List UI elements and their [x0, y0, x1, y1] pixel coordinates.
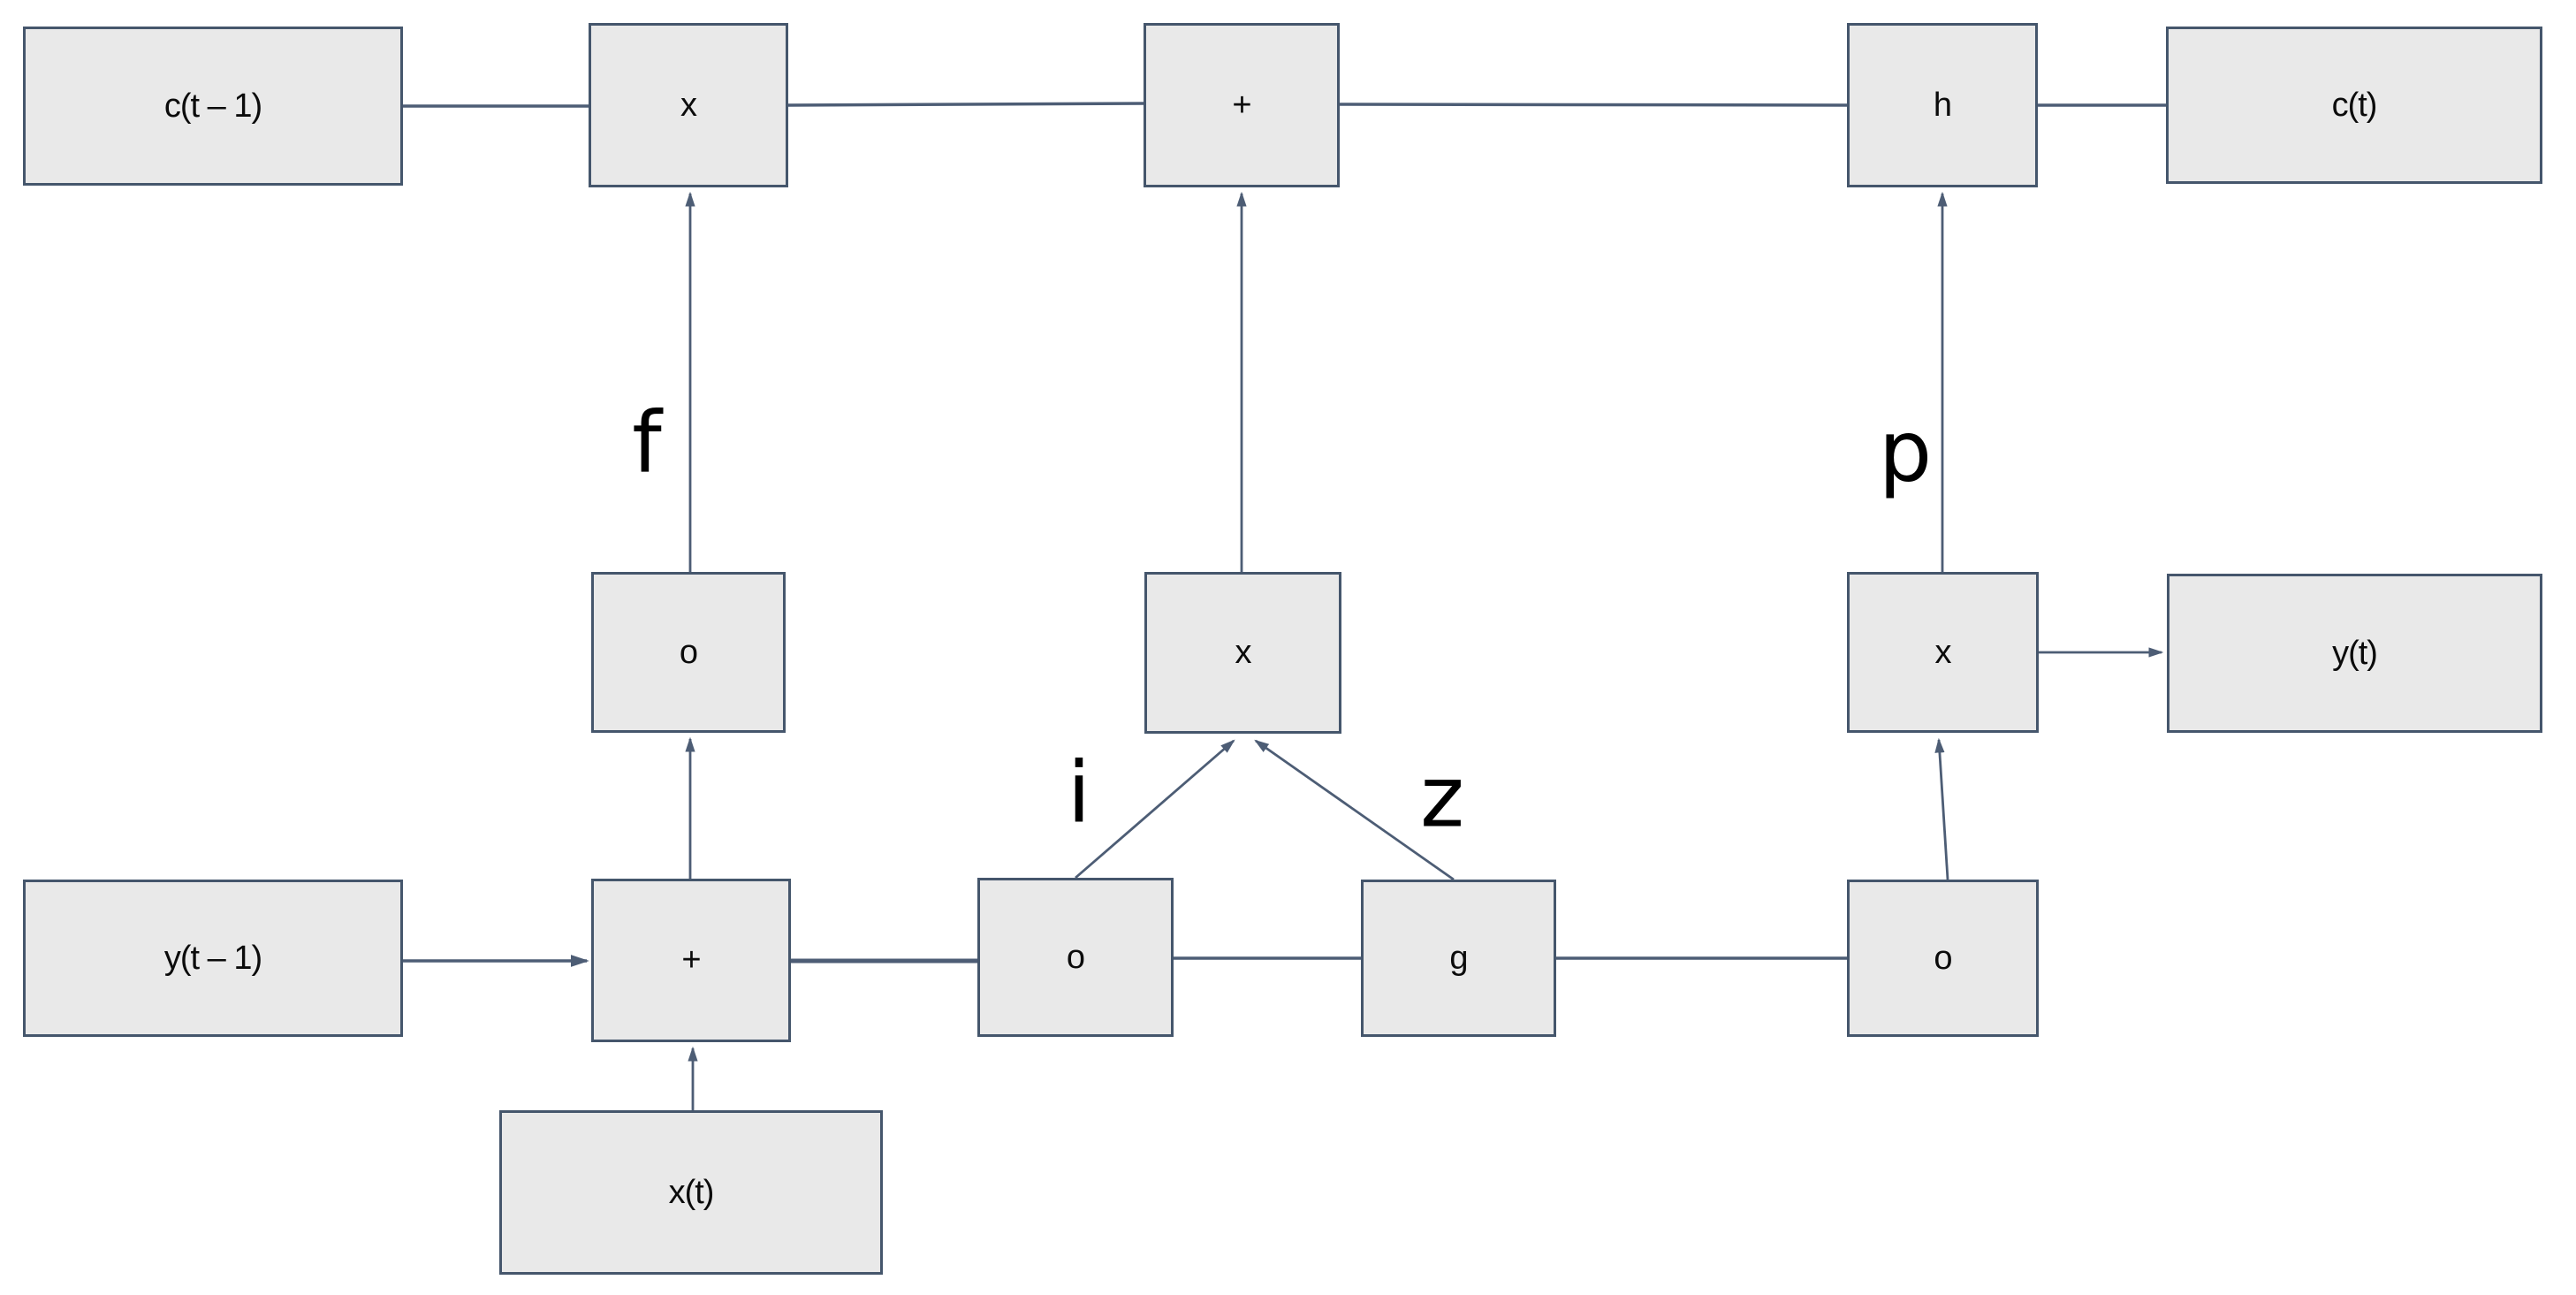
- node-multiply-top: x: [589, 23, 788, 187]
- edge-addtop-to-h: [1338, 103, 1850, 107]
- edge-label-p: p: [1878, 403, 1933, 501]
- node-y-t: y(t): [2167, 574, 2542, 733]
- edge-g-to-mulmid-z: [1254, 739, 1455, 881]
- edge-label-z: z: [1420, 749, 1464, 847]
- edge-oright-to-mulright: [1934, 737, 1949, 880]
- node-o-forget-gate: o: [591, 572, 786, 733]
- edge-label-i: i: [1067, 744, 1091, 842]
- edge-omid-to-mulmid-i: [1075, 739, 1235, 880]
- node-c-prev: c(t – 1): [23, 27, 403, 186]
- node-o-input-gate: o: [977, 878, 1174, 1037]
- node-h: h: [1847, 23, 2038, 187]
- node-add-bottom: +: [591, 879, 791, 1042]
- node-y-prev: y(t – 1): [23, 880, 403, 1037]
- node-o-output-gate: o: [1847, 880, 2039, 1037]
- node-x-t: x(t): [499, 1110, 883, 1275]
- node-add-top: +: [1144, 23, 1340, 187]
- node-multiply-right: x: [1847, 572, 2039, 733]
- edge-label-f: f: [632, 394, 662, 492]
- node-g: g: [1361, 880, 1556, 1037]
- node-c-t: c(t): [2166, 27, 2542, 184]
- node-multiply-mid: x: [1144, 572, 1341, 734]
- edge-multop-to-addtop: [787, 102, 1146, 107]
